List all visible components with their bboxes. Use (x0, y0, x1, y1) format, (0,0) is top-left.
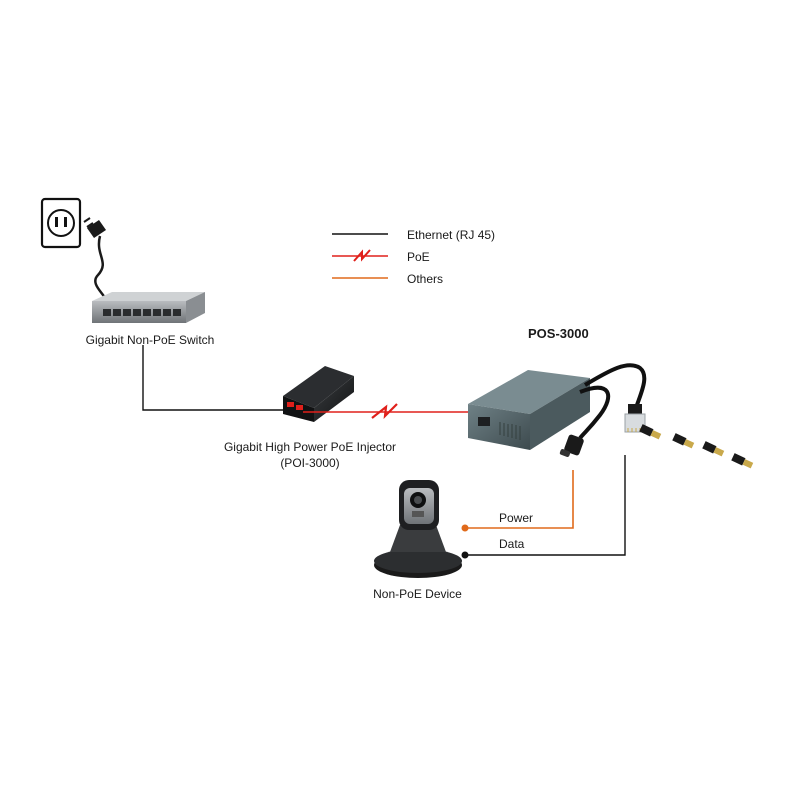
switch-icon (92, 292, 205, 323)
injector-model-label: (POI-3000) (280, 456, 340, 470)
switch-label: Gigabit Non-PoE Switch (85, 333, 215, 347)
legend-swatches (332, 233, 388, 279)
poe-splitter-icon (468, 370, 590, 450)
legend-label-others: Others (407, 272, 444, 286)
splitter-label: POS-3000 (528, 326, 589, 341)
camera-label: Non-PoE Device (373, 587, 462, 601)
ip-camera-icon (374, 480, 462, 578)
power-plug-icon (83, 217, 107, 299)
power-link-label: Power (499, 511, 534, 525)
injector-label: Gigabit High Power PoE Injector (223, 440, 397, 454)
dc-barrel-plug-icon (559, 434, 584, 457)
rj45-connector-icon (624, 404, 646, 433)
legend-label-ethernet: Ethernet (RJ 45) (407, 228, 496, 242)
power-outlet-icon (40, 197, 82, 249)
legend-lightning-icon (353, 249, 371, 262)
poe-injector-icon (283, 366, 354, 422)
legend-label-poe: PoE (407, 250, 430, 264)
dc-adapter-tip-icon (639, 424, 754, 469)
data-link-label: Data (499, 537, 525, 551)
